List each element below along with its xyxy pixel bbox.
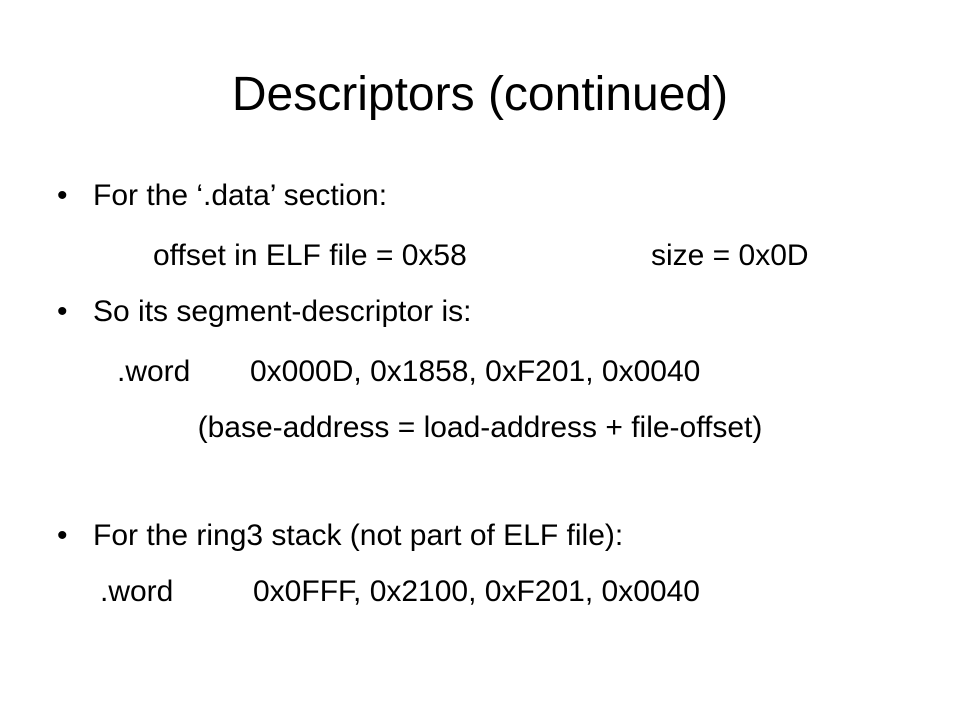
data-offset-text: offset in ELF file = 0x58	[153, 239, 467, 272]
slide-title: Descriptors (continued)	[231, 68, 729, 121]
data-size-text: size = 0x0D	[651, 239, 809, 272]
bullet-marker: •	[57, 519, 68, 552]
bullet-marker: •	[57, 179, 68, 212]
stack-word-directive: .word	[100, 575, 174, 608]
data-word-directive: .word	[117, 355, 191, 388]
base-address-note: (base-address = load-address + file-offs…	[197, 411, 763, 444]
bullet-segment-descriptor: So its segment-descriptor is:	[93, 295, 472, 328]
bullet-marker: •	[57, 295, 68, 328]
stack-word-values: 0x0FFF, 0x2100, 0xF201, 0x0040	[253, 575, 700, 608]
bullet-ring3-stack: For the ring3 stack (not part of ELF fil…	[93, 519, 624, 552]
bullet-data-section: For the ‘.data’ section:	[93, 179, 388, 212]
data-word-values: 0x000D, 0x1858, 0xF201, 0x0040	[250, 355, 701, 388]
